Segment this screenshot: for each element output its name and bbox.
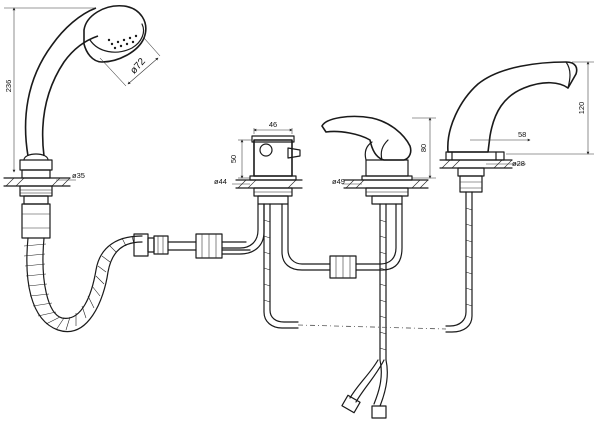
dim-diverter-base-diameter: ø44 <box>214 177 227 186</box>
tail-centerline <box>297 324 447 330</box>
dim-spray-head-diameter: ø72 <box>128 56 148 76</box>
dim-handshower-base-diameter: ø35 <box>72 171 85 180</box>
dim-spout-height: 120 <box>577 102 586 115</box>
dim-diverter-width: 46 <box>269 120 277 129</box>
hose-coupling <box>133 233 251 259</box>
flexible-hose <box>23 235 143 333</box>
cross-connector <box>329 203 403 279</box>
spray-nozzles <box>107 34 138 50</box>
dim-mixer-height: 80 <box>419 144 428 152</box>
dim-handshower-height: 236 <box>4 80 13 93</box>
diverter <box>221 135 331 329</box>
spout <box>445 61 578 333</box>
deck-hatch-left <box>3 177 71 187</box>
spray-head <box>83 5 147 63</box>
dimension-lines <box>4 7 594 185</box>
dim-diverter-height: 50 <box>229 155 238 163</box>
mixer <box>321 115 413 419</box>
dim-spout-reach: 58 <box>518 130 526 139</box>
dim-spout-base-diameter: ø28 <box>512 159 525 168</box>
hand-shower <box>19 5 147 239</box>
dim-mixer-base-diameter: ø49 <box>332 177 345 186</box>
